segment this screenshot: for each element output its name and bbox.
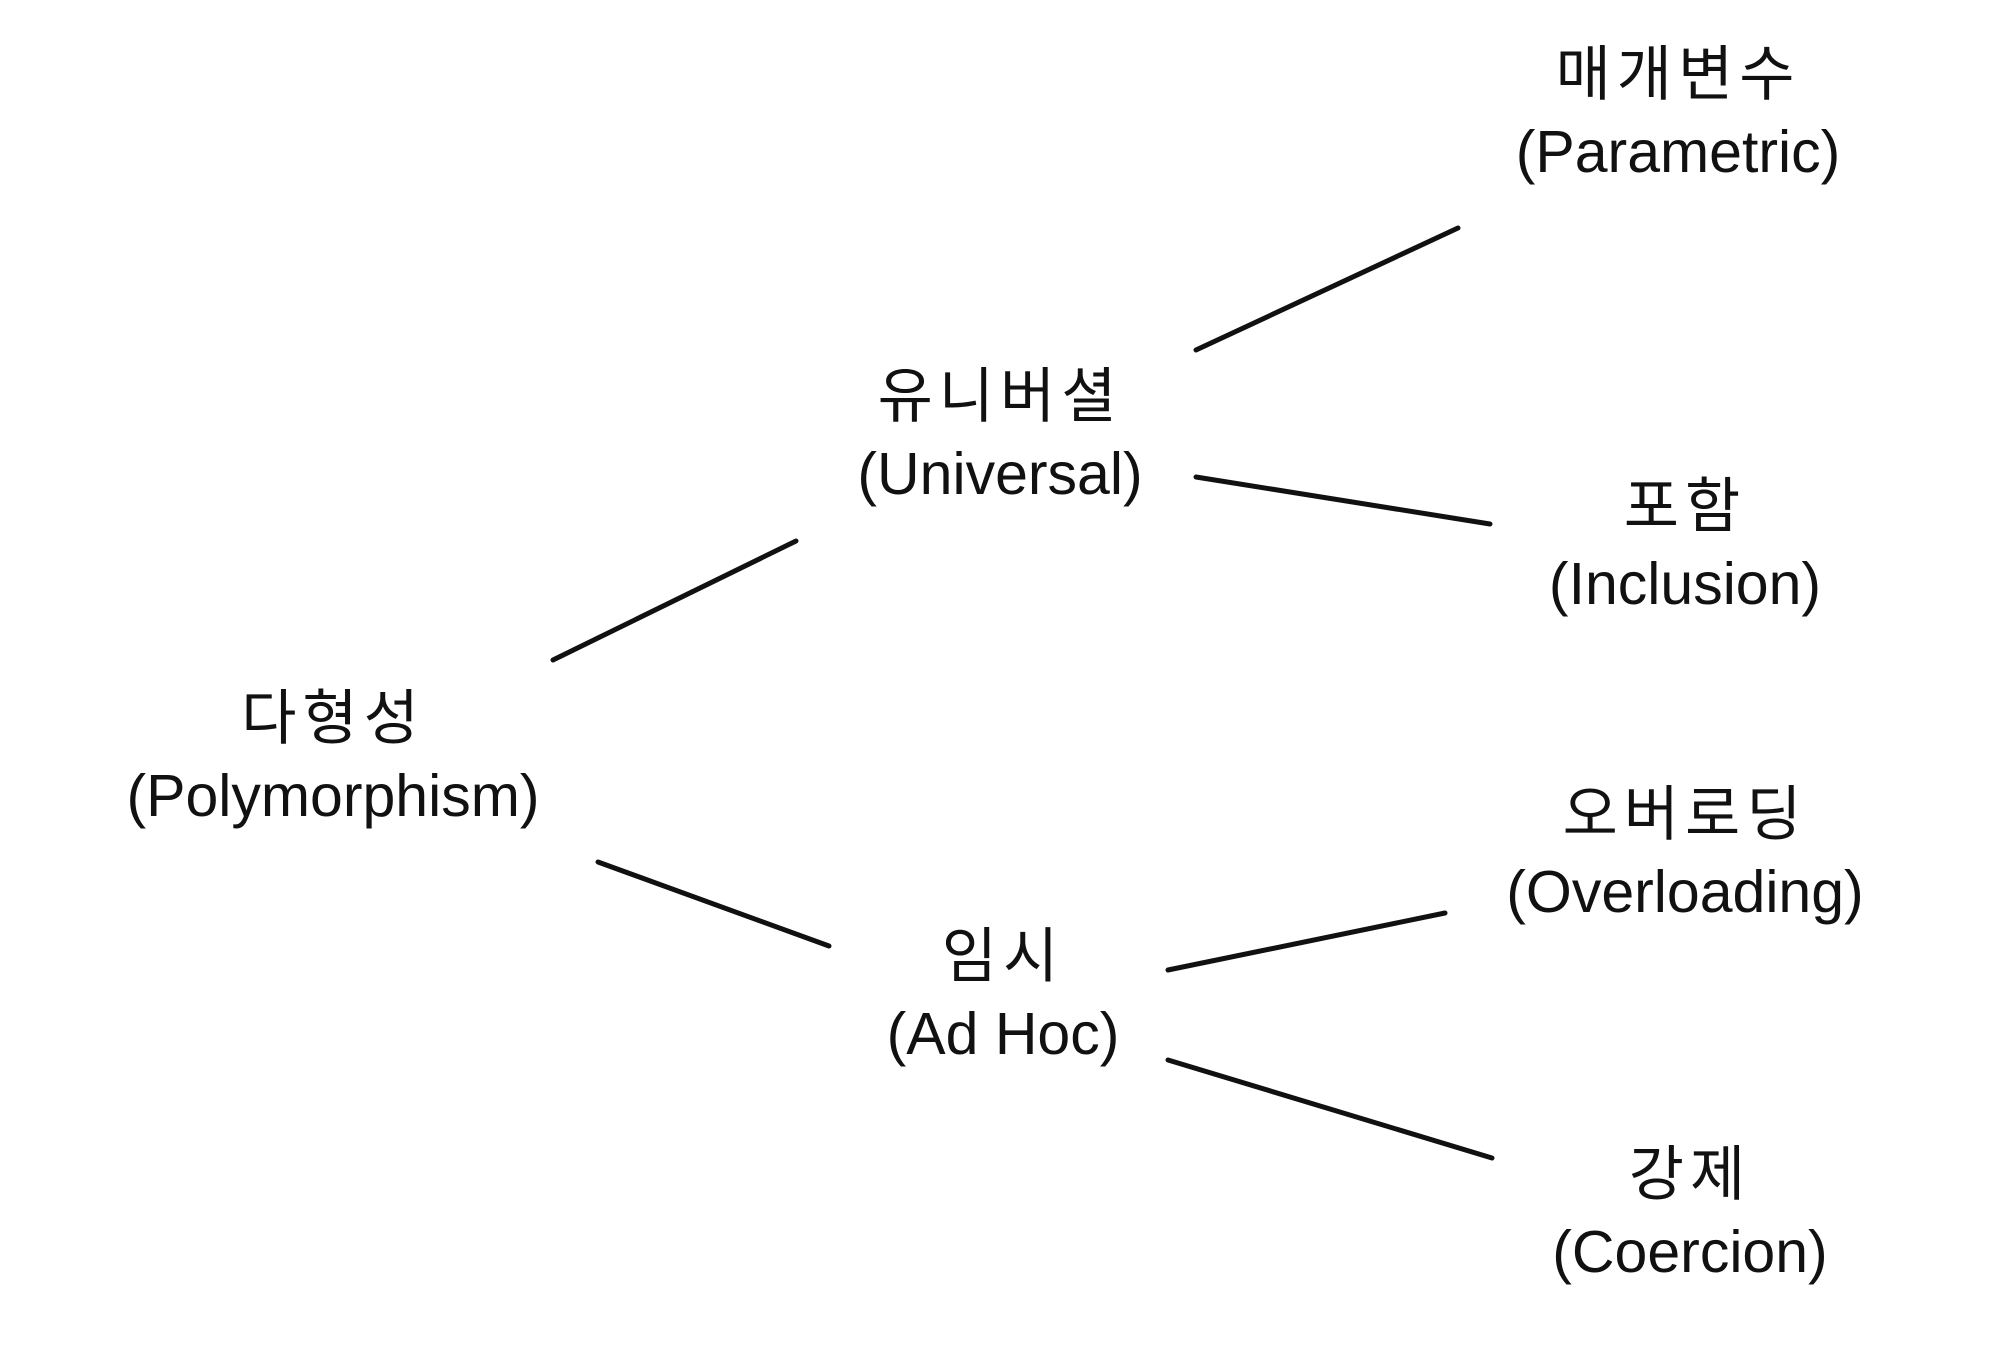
node-inclusion: 포함 (Inclusion): [1549, 468, 1821, 623]
node-coercion: 강제 (Coercion): [1552, 1136, 1827, 1291]
edge-universal-inclusion: [1193, 474, 1493, 527]
edge-adhoc-coercion: [1165, 1057, 1495, 1161]
node-universal-english-label: (Universal): [857, 441, 1143, 507]
node-overloading-english-label: (Overloading): [1506, 859, 1864, 925]
node-universal-korean-label: 유니버셜: [877, 362, 1123, 432]
edge-polymorphism-universal: [550, 538, 799, 663]
node-overloading-korean-label: 오버로딩: [1562, 780, 1808, 850]
edge-polymorphism-adhoc: [595, 859, 832, 949]
edge-universal-parametric: [1193, 225, 1461, 353]
node-adhoc: 임시 (Ad Hoc): [887, 918, 1120, 1073]
node-inclusion-english-label: (Inclusion): [1548, 551, 1822, 617]
node-polymorphism: 다형성 (Polymorphism): [126, 680, 539, 835]
node-coercion-korean-label: 강제: [1628, 1140, 1752, 1210]
edge-adhoc-overloading: [1165, 910, 1448, 973]
node-polymorphism-korean-label: 다형성: [241, 684, 425, 754]
node-parametric-korean-label: 매개변수: [1555, 40, 1801, 110]
node-parametric: 매개변수 (Parametric): [1516, 36, 1841, 191]
node-adhoc-english-label: (Ad Hoc): [886, 1001, 1120, 1067]
node-universal: 유니버셜 (Universal): [857, 358, 1142, 513]
node-overloading: 오버로딩 (Overloading): [1506, 776, 1863, 931]
node-inclusion-korean-label: 포함: [1623, 472, 1747, 542]
node-coercion-english-label: (Coercion): [1552, 1219, 1828, 1285]
node-adhoc-korean-label: 임시: [941, 922, 1065, 992]
node-parametric-english-label: (Parametric): [1515, 119, 1841, 185]
node-polymorphism-english-label: (Polymorphism): [126, 763, 540, 829]
